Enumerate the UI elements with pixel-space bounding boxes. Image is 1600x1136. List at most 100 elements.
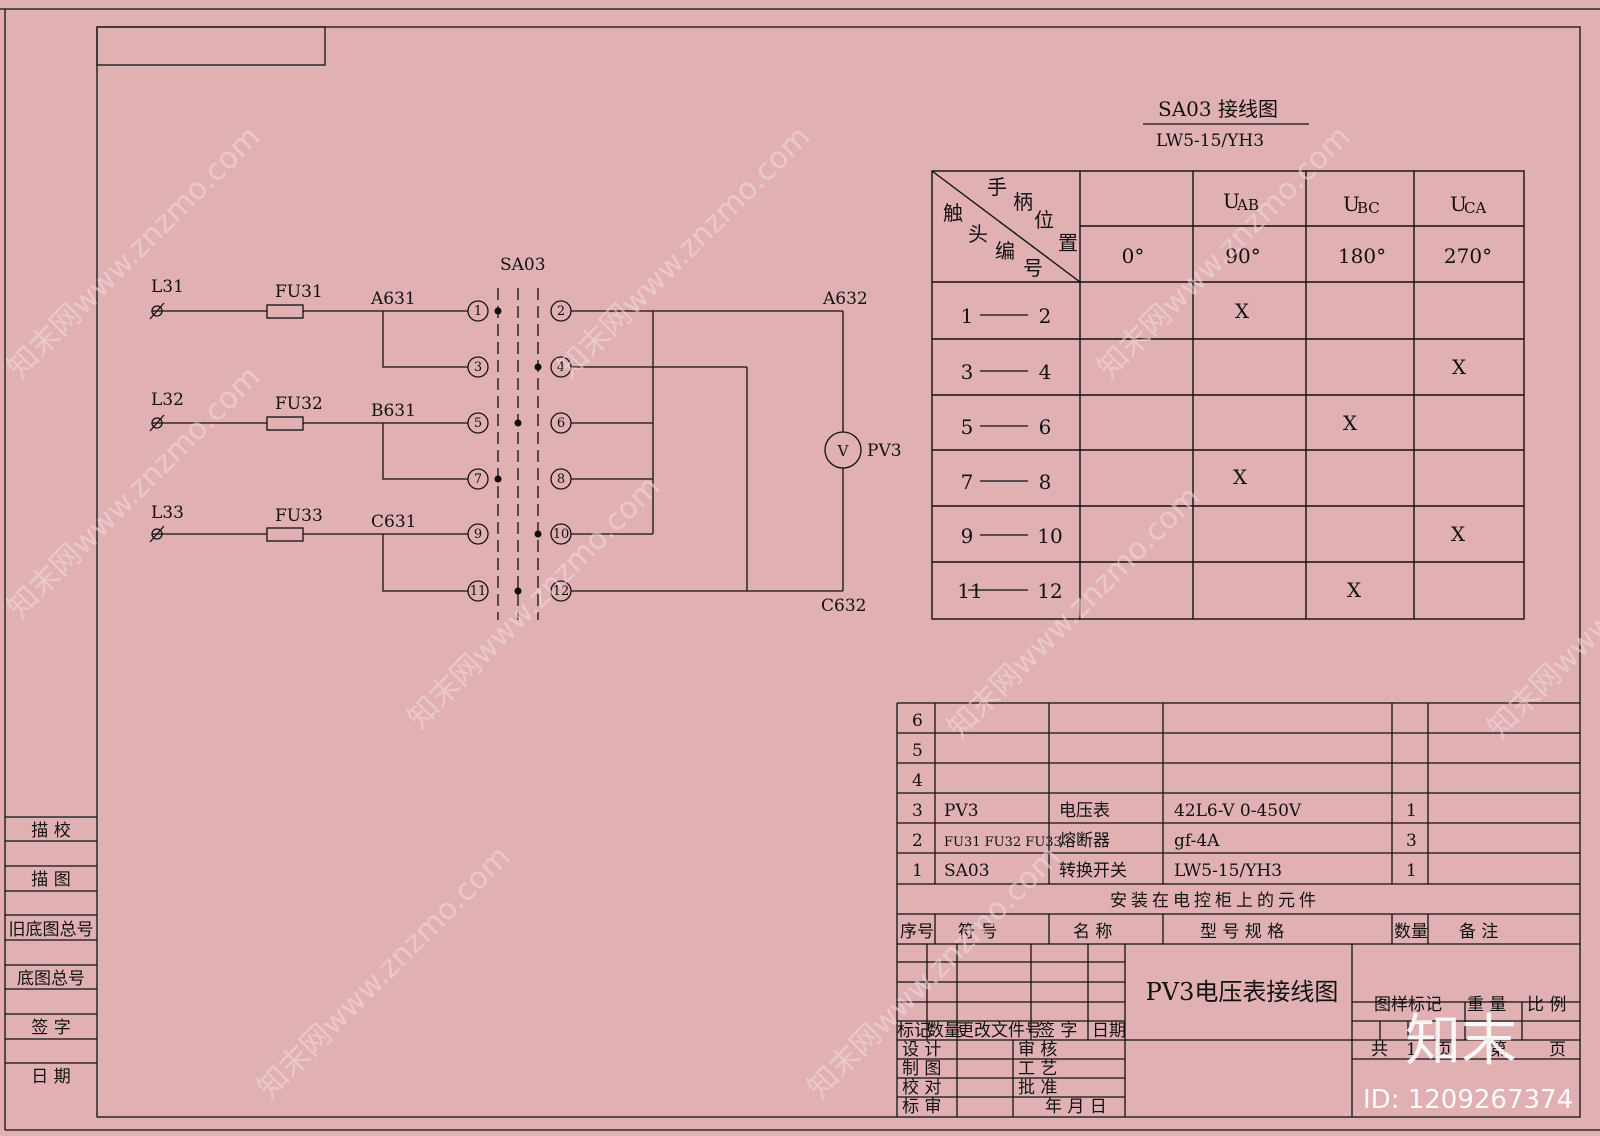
side-label: 描 校 — [31, 821, 70, 841]
side-block: 描 校 描 图 旧底图总号 底图总号 签 字 日 期 — [5, 816, 97, 1087]
contact-from: 3 — [961, 360, 974, 384]
terminal-number: 2 — [557, 304, 565, 319]
sheet-label: 第 — [1490, 1040, 1507, 1060]
bom-row-name: 熔断器 — [1059, 831, 1110, 851]
fuse-symbol — [266, 416, 304, 431]
image-id: ID: 1209267374 — [1363, 1085, 1573, 1115]
bom-row-qty: 1 — [1406, 861, 1417, 881]
rev-header: 标记 — [897, 1021, 931, 1041]
terminal-number: 12 — [553, 584, 570, 599]
side-label: 旧底图总号 — [9, 920, 94, 940]
bom-row-no: 5 — [912, 741, 923, 761]
bom-caption: 安装在电控柜上的元件 — [1110, 891, 1320, 911]
terminal-number: 8 — [557, 472, 565, 487]
terminal-circle — [467, 412, 489, 434]
phase-label: L31 — [151, 277, 184, 297]
corner-contact-char: 编 — [995, 239, 1015, 263]
rev-header: 更改文件号 — [957, 1021, 1042, 1041]
phase-header-main: U — [1343, 192, 1360, 216]
terminal-circle — [467, 580, 489, 602]
contact-to: 8 — [1039, 470, 1052, 494]
corner-contact-char: 触 — [943, 201, 963, 225]
side-label: 签 字 — [31, 1018, 70, 1038]
sheet-label: 1 — [1406, 1040, 1417, 1060]
mark-label: 重 量 — [1467, 995, 1506, 1015]
bom-row-no: 1 — [912, 861, 923, 881]
role-label: 批 准 — [1018, 1078, 1057, 1098]
fuse-symbol — [266, 527, 304, 542]
angle-header: 90° — [1225, 244, 1260, 268]
contact-from: 5 — [961, 415, 974, 439]
terminal-number: 11 — [470, 584, 487, 599]
terminal-number: 5 — [474, 416, 482, 431]
terminal-number: 6 — [557, 416, 565, 431]
phase-header-main: U — [1450, 192, 1467, 216]
corner-handle-char: 位 — [1034, 208, 1054, 232]
bom-row-symbol: FU31 FU32 FU33 — [944, 835, 1062, 850]
wire-label: A631 — [370, 289, 416, 309]
contact-dots — [494, 307, 542, 595]
terminal-number: 1 — [474, 304, 482, 319]
terminal-symbol — [151, 528, 163, 540]
bom-row-no: 4 — [912, 771, 923, 791]
contact-to: 12 — [1037, 579, 1062, 603]
fuse-label: FU33 — [275, 506, 323, 526]
contact-table-title: SA03 接线图 LW5-15/YH3 — [1143, 97, 1309, 151]
side-label: 描 图 — [31, 870, 70, 890]
terminal-number: 10 — [553, 527, 570, 542]
voltmeter-symbol — [824, 431, 862, 469]
contact-mark: X — [1235, 299, 1250, 323]
contact-table-model: LW5-15/YH3 — [1156, 131, 1264, 151]
rev-header: 签 字 — [1038, 1021, 1077, 1041]
side-label: 底图总号 — [17, 969, 85, 989]
contact-to: 4 — [1039, 360, 1052, 384]
bom-row-name: 转换开关 — [1059, 861, 1127, 881]
bom-row-name: 电压表 — [1059, 801, 1110, 821]
wire-label: B631 — [371, 401, 416, 421]
contact-table — [931, 170, 1525, 620]
bom-row-qty: 1 — [1406, 801, 1417, 821]
phase-label: L33 — [151, 503, 184, 523]
bom-header-no: 序号 — [900, 922, 934, 942]
role-label: 校 对 — [902, 1078, 941, 1098]
terminal-number: 3 — [474, 360, 482, 375]
bom-row-model: LW5-15/YH3 — [1174, 861, 1282, 881]
meter-label: PV3 — [867, 441, 902, 461]
contact-mark: X — [1233, 465, 1248, 489]
bom-row-qty: 3 — [1406, 831, 1417, 851]
role-label: 标 审 — [902, 1097, 941, 1117]
role-label: 设 计 — [902, 1040, 941, 1060]
corner-handle-char: 手 — [987, 175, 1007, 199]
mark-label: 图样标记 — [1374, 995, 1442, 1015]
bom-row-no: 6 — [912, 711, 923, 731]
rev-header: 日期 — [1092, 1021, 1126, 1041]
brand-logo: 知末 ID: 1209267374 — [1363, 1009, 1573, 1115]
phase-header-sub: CA — [1464, 199, 1486, 217]
phase-header-sub: AB — [1236, 196, 1259, 214]
contact-mark: X — [1347, 578, 1362, 602]
rev-header: 数量 — [927, 1021, 961, 1041]
bom-row-symbol: SA03 — [944, 861, 990, 881]
terminal-circle — [467, 356, 489, 378]
output-label-bottom: C632 — [821, 596, 866, 616]
contact-mark: X — [1343, 411, 1358, 435]
side-label: 日 期 — [31, 1067, 70, 1087]
bom-header-note: 备 注 — [1459, 922, 1498, 942]
terminal-circle — [550, 468, 572, 490]
phase-header-main: U — [1223, 189, 1240, 213]
angle-header: 270° — [1444, 244, 1492, 268]
corner-handle-char: 柄 — [1013, 190, 1033, 214]
date-label: 年 月 日 — [1045, 1097, 1107, 1117]
bom-header-qty: 数量 — [1394, 922, 1428, 942]
terminal-number: 4 — [557, 360, 565, 375]
output-label-top: A632 — [822, 289, 868, 309]
fuse-symbol — [266, 304, 304, 319]
contact-from: 7 — [961, 470, 974, 494]
wire-label: C631 — [371, 512, 416, 532]
fuse-label: FU31 — [275, 282, 323, 302]
switch-label: SA03 — [500, 255, 546, 275]
contact-mark: X — [1451, 522, 1466, 546]
angle-header: 180° — [1338, 244, 1386, 268]
contact-from: 11 — [957, 579, 982, 603]
